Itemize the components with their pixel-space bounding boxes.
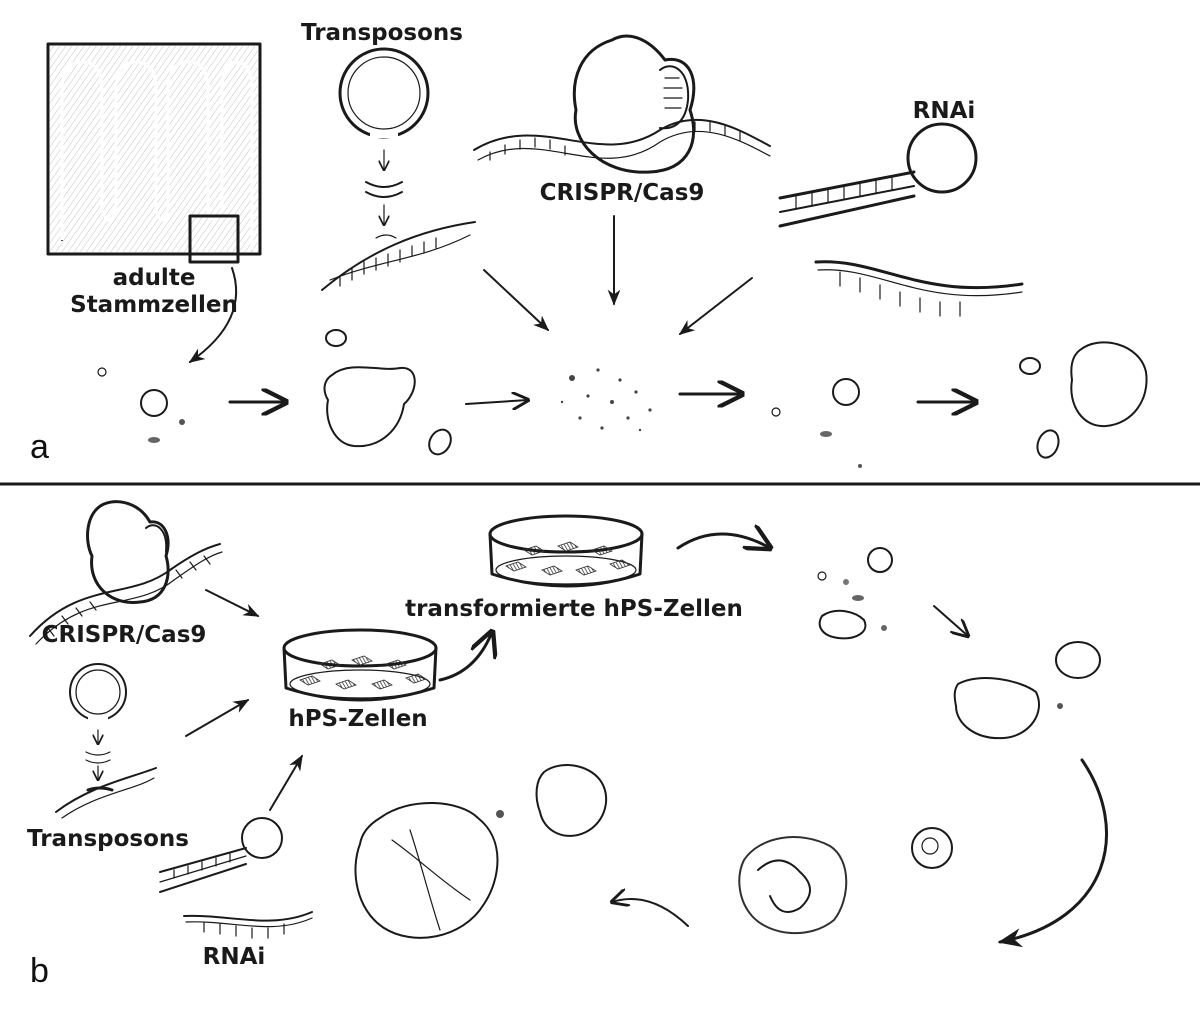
crispr-cas9-complex-b xyxy=(29,500,223,645)
arrow-crispr-to-hps-b xyxy=(205,589,260,617)
label-hps-cells: hPS-Zellen xyxy=(288,706,428,732)
label-crispr-b: CRISPR/Cas9 xyxy=(41,622,207,648)
label-crispr-a: CRISPR/Cas9 xyxy=(539,180,705,206)
transformed-hps-cells-dish xyxy=(488,514,644,588)
intestinal-crypt-illustration xyxy=(46,42,262,264)
organoid-cycle-b xyxy=(354,547,1109,948)
arrow-transformed-to-organoids xyxy=(676,534,770,548)
label-transposons-a: Transposons xyxy=(301,20,463,46)
rnai-hairpin-a xyxy=(778,122,1024,317)
arrow-crypt-to-cells xyxy=(188,267,238,363)
label-rnai-b: RNAi xyxy=(202,944,266,970)
arrow-transposon-to-center-a xyxy=(483,269,550,332)
transposon-plasmid-a xyxy=(321,47,476,291)
crispr-cas9-complex-a xyxy=(473,34,771,174)
label-rnai-a: RNAi xyxy=(912,98,976,124)
arrow-rnai-to-center-a xyxy=(678,277,753,335)
label-adult-line2: Stammzellen xyxy=(70,292,238,318)
label-transformed-hps: transformierte hPS-Zellen xyxy=(405,596,743,622)
label-transposons-b: Transposons xyxy=(27,826,189,852)
arrow-hps-to-transformed xyxy=(438,632,492,682)
arrow-transposon-to-hps-b xyxy=(185,699,250,737)
cell-row-a xyxy=(97,329,1148,468)
rnai-hairpin-b xyxy=(159,817,313,939)
arrow-rnai-to-hps-b xyxy=(269,754,303,811)
panel-letter-b: b xyxy=(30,952,49,990)
label-adult-line1: adulte xyxy=(112,265,196,291)
panel-letter-a: a xyxy=(30,428,49,466)
hps-cells-dish xyxy=(282,628,438,702)
transposon-plasmid-b xyxy=(55,663,157,819)
